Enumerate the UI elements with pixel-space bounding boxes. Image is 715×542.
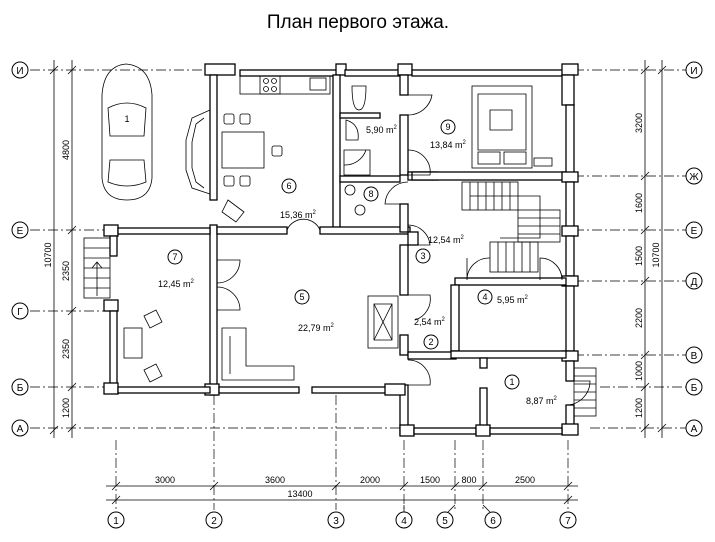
plan-title: План первого этажа. bbox=[267, 12, 449, 33]
axis-label: А bbox=[691, 424, 698, 435]
room-5-area: 22,79 m2 bbox=[298, 323, 335, 333]
room-7-area: 12,45 m2 bbox=[158, 279, 195, 289]
axis-label: 3 bbox=[333, 516, 339, 527]
axis-label: Д bbox=[691, 277, 698, 288]
dim-total-left: 10700 bbox=[43, 242, 53, 267]
room-3-num: 3 bbox=[420, 251, 425, 261]
car-icon: 1 bbox=[101, 63, 153, 201]
dim-1600: 1600 bbox=[634, 193, 644, 213]
dim-1500-right: 1500 bbox=[634, 246, 644, 266]
dim-total-bottom: 13400 bbox=[287, 489, 312, 499]
dim-total-right: 10700 bbox=[651, 242, 661, 267]
room-8-num: 8 bbox=[368, 189, 373, 199]
dim-1200-left: 1200 bbox=[61, 398, 71, 418]
dims-right: 3200 1600 1500 2200 1000 1200 10700 bbox=[634, 60, 667, 438]
axis-markers-right: И Ж Е Д В Б А bbox=[685, 61, 703, 437]
dim-3200: 3200 bbox=[634, 113, 644, 133]
axis-label: 1 bbox=[113, 516, 119, 527]
dim-4800: 4800 bbox=[61, 140, 71, 160]
dim-2350b: 2350 bbox=[61, 339, 71, 359]
stairs bbox=[83, 181, 597, 417]
axis-label: Б bbox=[691, 383, 698, 394]
axis-markers-bottom: 1 2 3 4 5 6 7 bbox=[107, 504, 577, 529]
axis-label: И bbox=[16, 66, 23, 77]
dims-bottom: 3000 3600 2000 1500 800 2500 13400 bbox=[106, 475, 578, 505]
room-2-num: 2 bbox=[428, 337, 433, 347]
axis-label: 5 bbox=[442, 516, 448, 527]
bathroom-area: 5,90 m2 bbox=[366, 125, 398, 135]
dim-2500: 2500 bbox=[515, 475, 535, 485]
axis-label: 7 bbox=[565, 516, 571, 527]
room-labels: 1 8,87 m2 2 2,54 m2 3 12,54 m2 4 5,95 m2… bbox=[158, 119, 558, 406]
dim-2350a: 2350 bbox=[61, 261, 71, 281]
axis-label: 2 bbox=[211, 516, 217, 527]
dim-2200: 2200 bbox=[634, 308, 644, 328]
car-number: 1 bbox=[124, 114, 129, 124]
axis-label: А bbox=[17, 424, 24, 435]
room-2-area: 2,54 m2 bbox=[414, 317, 446, 327]
room-7-num: 7 bbox=[172, 252, 177, 262]
dim-1200-right: 1200 bbox=[634, 398, 644, 418]
axis-markers-left: И Е Г Б А bbox=[11, 61, 29, 437]
room-6-num: 6 bbox=[286, 181, 291, 191]
axis-label: В bbox=[691, 351, 698, 362]
room-6-area: 15,36 m2 bbox=[280, 210, 317, 220]
dim-2000: 2000 bbox=[360, 475, 380, 485]
dim-3600: 3600 bbox=[265, 475, 285, 485]
dim-3000: 3000 bbox=[155, 475, 175, 485]
axis-label: Е bbox=[691, 226, 698, 237]
furniture: 1 bbox=[101, 63, 553, 383]
room-9-area: 13,84 m2 bbox=[430, 140, 467, 150]
walls bbox=[103, 63, 579, 437]
dim-1500: 1500 bbox=[420, 475, 440, 485]
axis-label: Е bbox=[17, 226, 24, 237]
room-4-area: 5,95 m2 bbox=[497, 295, 529, 305]
doors bbox=[216, 94, 591, 406]
room-4-num: 4 bbox=[482, 292, 487, 302]
dim-800: 800 bbox=[461, 475, 476, 485]
room-9-num: 9 bbox=[445, 122, 450, 132]
axis-label: 4 bbox=[401, 516, 407, 527]
dim-1000: 1000 bbox=[634, 361, 644, 381]
axis-lines bbox=[30, 69, 690, 510]
axis-label: И bbox=[690, 66, 697, 77]
room-5-num: 5 bbox=[299, 292, 304, 302]
room-3-area: 12,54 m2 bbox=[428, 235, 465, 245]
axis-label: Ж bbox=[689, 172, 699, 183]
axis-label: Г bbox=[17, 307, 23, 318]
dims-left: 4800 2350 2350 1200 10700 bbox=[43, 60, 77, 438]
axis-label: 6 bbox=[490, 516, 496, 527]
room-1-area: 8,87 m2 bbox=[526, 396, 558, 406]
axis-label: Б bbox=[17, 383, 24, 394]
room-1-num: 1 bbox=[509, 377, 514, 387]
